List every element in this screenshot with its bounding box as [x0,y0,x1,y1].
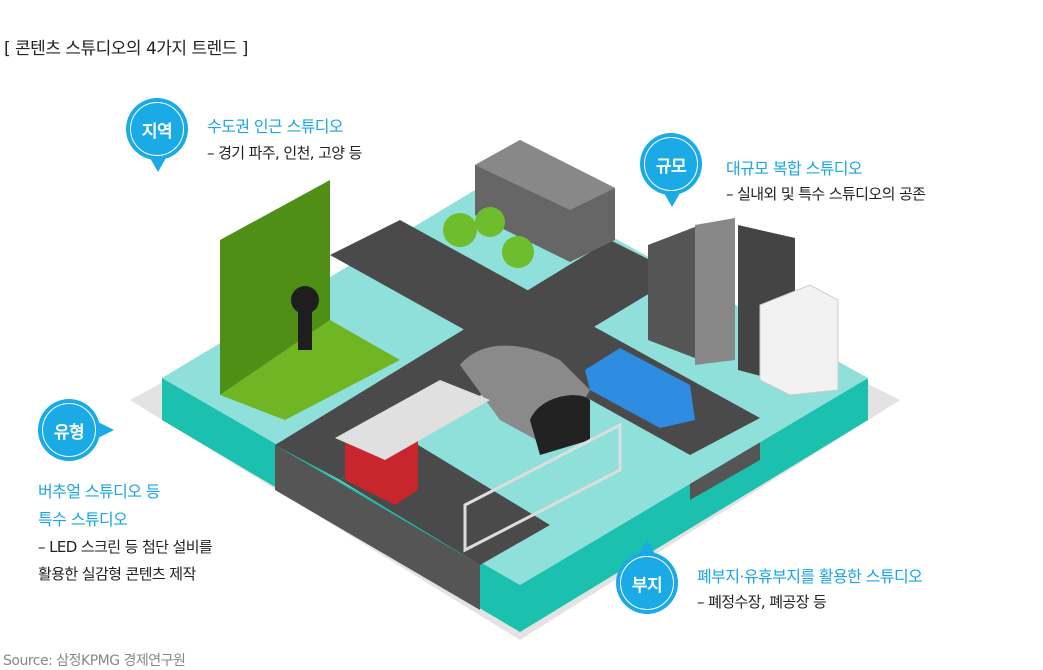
badge-label: 부지 [631,575,663,596]
platform-side [162,378,868,632]
type-detail-line2: 활용한 실감형 콘텐츠 제작 [38,565,196,583]
fence [463,422,622,553]
scale-headline: 대규모 복합 스튜디오 [726,159,863,178]
badge-label: 유형 [53,422,85,443]
badge-pointer [639,540,655,554]
type-headline-line1: 버추얼 스튜디오 등 [38,482,161,501]
scale-badge: 규모 [640,133,702,195]
region-headline: 수도권 인근 스튜디오 [207,117,344,136]
source-note: Source: 삼정KPMG 경제연구원 [3,653,186,669]
badge-pointer [664,193,680,207]
badge-label: 규모 [655,156,687,177]
site-headline: 폐부지·유휴부지를 활용한 스튜디오 [697,567,923,586]
tree [443,213,477,247]
page-title: [ 콘텐츠 스튜디오의 4가지 트렌드 ] [4,39,248,59]
scale-detail: – 실내외 및 특수 스튜디오의 공존 [726,185,926,203]
green-screen-floor [220,320,400,420]
badge-pointer [98,422,114,438]
tree [502,236,534,268]
tower-building [648,225,700,360]
type-headline-line2: 특수 스튜디오 [38,510,128,529]
badge-pointer [150,158,166,172]
site-detail: – 폐정수장, 폐공장 등 [697,593,827,611]
road-side [275,445,480,610]
badge-label: 지역 [141,121,173,142]
blue-car [585,348,695,428]
region-badge: 지역 [126,98,188,160]
tower-building [759,284,839,396]
type-detail-line1: – LED 스크린 등 첨단 설비를 [38,538,213,556]
tower-building [695,218,735,365]
region-detail: – 경기 파주, 인천, 고양 등 [207,144,362,162]
green-screen-wall [220,180,330,395]
tree [475,207,505,237]
type-badge: 유형 [38,399,100,461]
site-badge: 부지 [616,552,678,614]
